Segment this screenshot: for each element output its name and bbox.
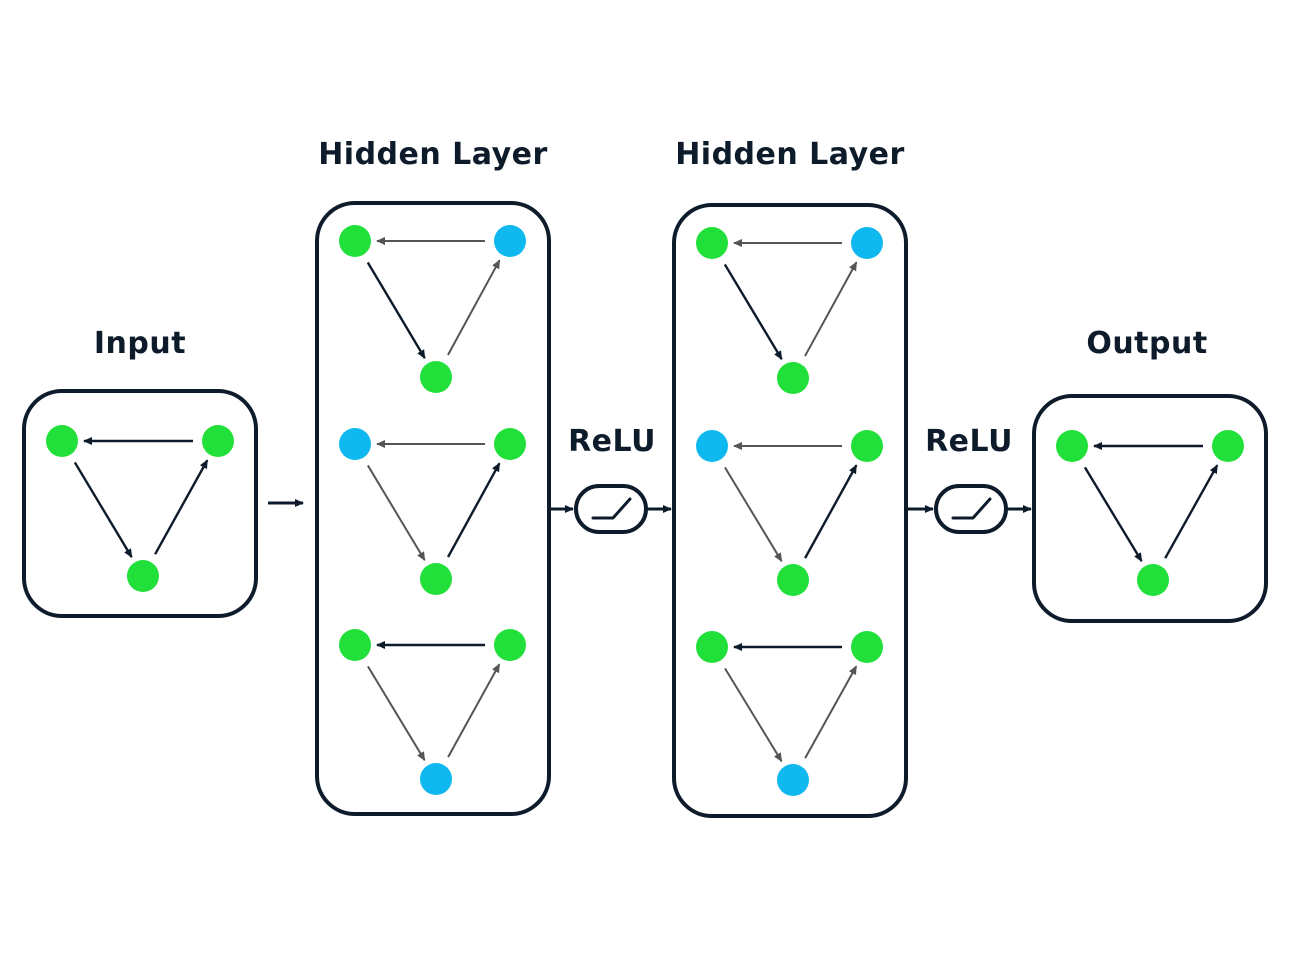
edge-bottom-to-right-arrow xyxy=(446,462,501,558)
output-box xyxy=(1032,394,1268,623)
edge-bottom-to-right-arrow xyxy=(447,259,501,356)
output-label: Output xyxy=(1086,326,1208,361)
node-top-left xyxy=(1056,430,1088,462)
hidden-layer-1-box xyxy=(315,201,551,816)
hidden-layer-1-label: Hidden Layer xyxy=(318,137,548,172)
node-bottom xyxy=(777,764,809,796)
input-box xyxy=(22,389,258,618)
node-bottom xyxy=(1137,564,1169,596)
node-top-right xyxy=(851,430,883,462)
edge-left-to-bottom-arrow xyxy=(366,261,426,359)
edge-bottom-to-right-arrow xyxy=(804,261,858,357)
node-top-right xyxy=(202,425,234,457)
edge-bottom-to-right-arrow xyxy=(804,464,858,559)
node-top-left xyxy=(696,430,728,462)
edge-left-to-bottom-arrow xyxy=(724,466,783,563)
node-top-left xyxy=(46,425,78,457)
edge-bottom-to-right-arrow xyxy=(154,459,209,555)
output-graph-1 xyxy=(1056,430,1244,596)
node-top-left xyxy=(339,225,371,257)
node-top-right xyxy=(1212,430,1244,462)
relu-2-label: ReLU xyxy=(925,424,1013,459)
relu-2-icon xyxy=(934,484,1008,534)
node-top-left xyxy=(696,227,728,259)
graphs-layer xyxy=(46,225,1244,796)
hidden-1-graph-1 xyxy=(339,225,526,393)
node-top-right xyxy=(494,629,526,661)
node-top-right xyxy=(494,225,526,257)
edge-bottom-to-right-arrow xyxy=(804,665,858,759)
node-top-right xyxy=(851,227,883,259)
input-label: Input xyxy=(93,326,187,361)
hidden-layer-2-label: Hidden Layer xyxy=(675,137,905,172)
node-top-right xyxy=(494,428,526,460)
relu-1-label: ReLU xyxy=(568,424,656,459)
relu-1-icon xyxy=(574,484,648,534)
edge-left-to-bottom-arrow xyxy=(73,461,133,558)
edge-left-to-bottom-arrow xyxy=(367,464,426,561)
node-bottom xyxy=(420,563,452,595)
input-graph-1 xyxy=(46,425,234,592)
node-bottom xyxy=(777,564,809,596)
node-bottom xyxy=(777,362,809,394)
hidden-1-graph-3 xyxy=(339,629,526,795)
node-top-left xyxy=(339,428,371,460)
edge-bottom-to-right-arrow xyxy=(1164,464,1219,559)
hidden-2-graph-3 xyxy=(696,631,883,796)
edge-left-to-bottom-arrow xyxy=(724,667,783,763)
hidden-layer-2-box xyxy=(672,203,908,818)
node-bottom xyxy=(420,361,452,393)
node-bottom xyxy=(420,763,452,795)
node-bottom xyxy=(127,560,159,592)
edge-bottom-to-right-arrow xyxy=(447,663,501,758)
node-top-right xyxy=(851,631,883,663)
node-top-left xyxy=(696,631,728,663)
node-top-left xyxy=(339,629,371,661)
edge-left-to-bottom-arrow xyxy=(367,665,426,762)
hidden-2-graph-1 xyxy=(696,227,883,394)
hidden-1-graph-2 xyxy=(339,428,526,595)
edge-left-to-bottom-arrow xyxy=(723,263,783,360)
hidden-2-graph-2 xyxy=(696,430,883,596)
edge-left-to-bottom-arrow xyxy=(1083,466,1143,563)
